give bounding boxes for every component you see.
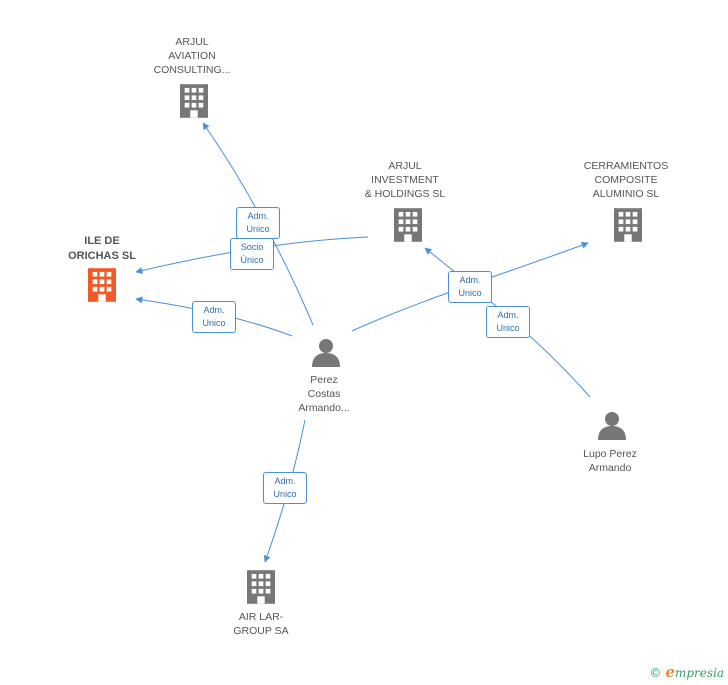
building-icon xyxy=(614,208,642,242)
building-icon xyxy=(394,208,422,242)
edge-label-adm-unico: Adm. Unico xyxy=(263,472,307,504)
edge-label-adm-unico: Adm. Unico xyxy=(448,271,492,303)
copyright-icon: © xyxy=(649,666,662,680)
node-label-cerramientos[interactable]: CERRAMIENTOS COMPOSITE ALUMINIO SL xyxy=(583,160,669,200)
brand-initial: e xyxy=(665,663,675,681)
edge-label-socio-unico: Socio Único xyxy=(230,238,274,270)
node-label-arjul-aviation[interactable]: ARJUL AVIATION CONSULTING... xyxy=(153,36,231,76)
edge-label-adm-unico: Adm. Unico xyxy=(236,207,280,239)
node-label-arjul-investment[interactable]: ARJUL INVESTMENT & HOLDINGS SL xyxy=(364,160,446,200)
edge-label-adm-unico: Adm. Unico xyxy=(192,301,236,333)
building-icon xyxy=(247,570,275,604)
edge-label-adm-unico: Adm. Unico xyxy=(486,306,530,338)
node-label-perez-costas[interactable]: Perez Costas Armando... xyxy=(298,374,350,414)
building-icon xyxy=(88,268,116,302)
brand-name: mpresia xyxy=(674,666,724,680)
brand-footer[interactable]: ©empresia xyxy=(649,663,724,681)
person-icon xyxy=(598,412,626,440)
node-label-ile-de-orichas[interactable]: ILE DE ORICHAS SL xyxy=(68,235,136,262)
person-icon xyxy=(312,339,340,367)
node-label-air-lar[interactable]: AIR LAR- GROUP SA xyxy=(233,611,289,637)
node-label-lupo-perez[interactable]: Lupo Perez Armando xyxy=(583,448,637,474)
building-icon xyxy=(180,84,208,118)
